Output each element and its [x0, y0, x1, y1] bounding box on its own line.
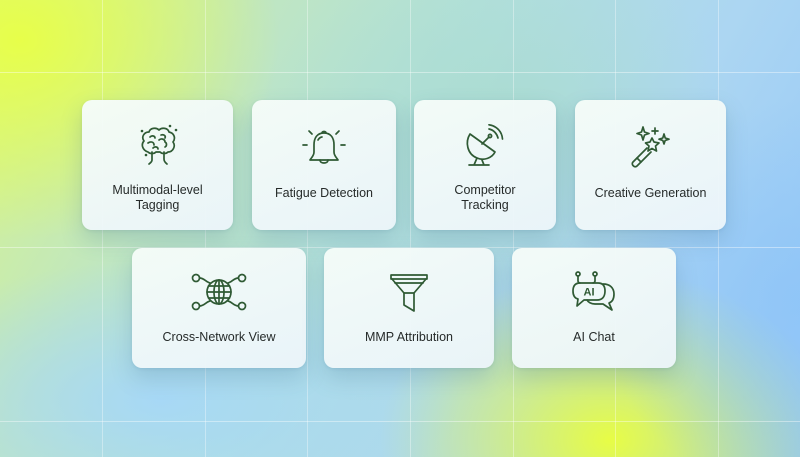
feature-card-creative-generation[interactable]: Creative Generation: [575, 100, 726, 230]
feature-label: Multimodal-level Tagging: [112, 183, 203, 212]
grid-line: [0, 247, 800, 248]
magic-wand-icon: [628, 124, 674, 170]
feature-card-cross-network-view[interactable]: Cross-Network View: [132, 248, 306, 368]
feature-label: AI Chat: [573, 330, 615, 344]
feature-label: Cross-Network View: [162, 330, 276, 344]
grid-line: [0, 72, 800, 73]
bell-icon: [300, 126, 348, 170]
feature-card-ai-chat[interactable]: AI AI Chat: [512, 248, 676, 368]
feature-label: Competitor Tracking: [454, 183, 516, 212]
feature-label: Fatigue Detection: [275, 186, 373, 200]
feature-label: MMP Attribution: [364, 330, 453, 344]
svg-text:AI: AI: [584, 287, 595, 299]
grid-line: [0, 421, 800, 422]
satellite-dish-icon: [462, 124, 508, 170]
feature-card-multimodal-tagging[interactable]: Multimodal-level Tagging: [82, 100, 233, 230]
feature-label: Creative Generation: [594, 186, 707, 200]
grid-line: [410, 0, 411, 457]
network-globe-icon: [190, 270, 248, 314]
feature-card-competitor-tracking[interactable]: Competitor Tracking: [414, 100, 556, 230]
ai-chat-bubbles-icon: AI: [570, 270, 618, 314]
feature-card-mmp-attribution[interactable]: MMP Attribution: [324, 248, 494, 368]
feature-card-fatigue-detection[interactable]: Fatigue Detection: [252, 100, 396, 230]
brain-icon: [134, 122, 182, 168]
funnel-icon: [387, 272, 431, 316]
